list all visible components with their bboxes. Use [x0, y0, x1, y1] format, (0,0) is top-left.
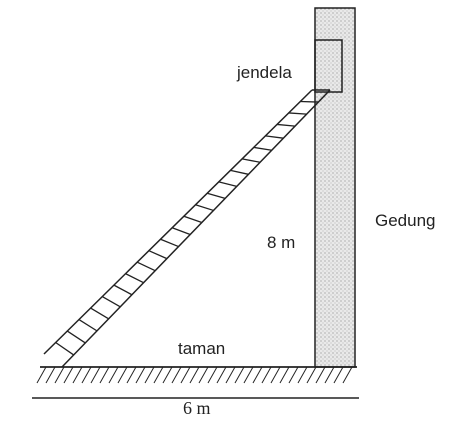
hatch-stroke [243, 366, 254, 384]
ladder-rung [195, 204, 214, 212]
hatch-stroke [297, 366, 308, 384]
ladder-rung [90, 307, 109, 320]
hatch-stroke [261, 366, 272, 384]
hatch-stroke [324, 366, 335, 384]
hatch-stroke [171, 366, 182, 384]
ladder-rung [171, 227, 191, 236]
hatch-stroke [108, 366, 119, 384]
ladder-rung [55, 341, 75, 356]
ladder-rung [125, 273, 144, 284]
hatch-stroke [207, 366, 218, 384]
hatch-stroke [216, 366, 227, 384]
hatch-stroke [225, 366, 236, 384]
building-wall [314, 7, 356, 368]
hatch-stroke [270, 366, 281, 384]
ladder-rung [288, 112, 307, 115]
hatch-stroke [288, 366, 299, 384]
height-label: 8 m [267, 233, 295, 252]
ladder-rung [253, 146, 272, 151]
ladder-rung [78, 319, 98, 332]
window-label: jendela [236, 63, 292, 82]
ladder-rung [300, 100, 319, 103]
hatch-stroke [63, 366, 74, 384]
ladder-rung [206, 192, 226, 200]
ladder-rung [218, 181, 237, 187]
ladder-rung [160, 238, 179, 248]
hatch-stroke [306, 366, 317, 384]
hatch-stroke [234, 366, 245, 384]
hatch-stroke [279, 366, 290, 384]
ladder-rail-lower [61, 89, 331, 368]
building-label: Gedung [375, 211, 436, 230]
hatch-stroke [252, 366, 263, 384]
hatch-stroke [180, 366, 191, 384]
ladder-rung [276, 123, 296, 127]
hatch-stroke [189, 366, 200, 384]
ladder-rung [66, 330, 86, 344]
hatch-stroke [90, 366, 101, 384]
ladder-rung [113, 284, 133, 296]
base-length-label: 6 m [183, 398, 211, 418]
ladder-rung [230, 169, 249, 175]
hatch-stroke [99, 366, 110, 384]
hatch-stroke [162, 366, 173, 384]
hatch-stroke [135, 366, 146, 384]
ladder-rung [265, 135, 284, 139]
hatch-stroke [315, 366, 326, 384]
hatch-stroke [153, 366, 164, 384]
hatch-stroke [81, 366, 92, 384]
hatch-stroke [342, 366, 353, 384]
ladder-rail-upper [43, 89, 313, 355]
hatch-stroke [45, 366, 56, 384]
hatch-stroke [333, 366, 344, 384]
garden-label: taman [178, 339, 225, 358]
hatch-stroke [72, 366, 83, 384]
ladder-rung [101, 296, 121, 308]
hatch-stroke [36, 366, 47, 384]
ladder-rung [148, 250, 168, 260]
ladder-rung [241, 158, 261, 163]
ladder-rung [136, 261, 156, 272]
ladder-rung [183, 215, 203, 224]
hatch-stroke [126, 366, 137, 384]
hatch-stroke [198, 366, 209, 384]
ladder-rungs [55, 100, 319, 356]
triangle-hypotenuse [62, 96, 315, 367]
hatch-stroke [54, 366, 65, 384]
ground-hatching [36, 366, 353, 384]
hatch-stroke [144, 366, 155, 384]
hatch-stroke [117, 366, 128, 384]
